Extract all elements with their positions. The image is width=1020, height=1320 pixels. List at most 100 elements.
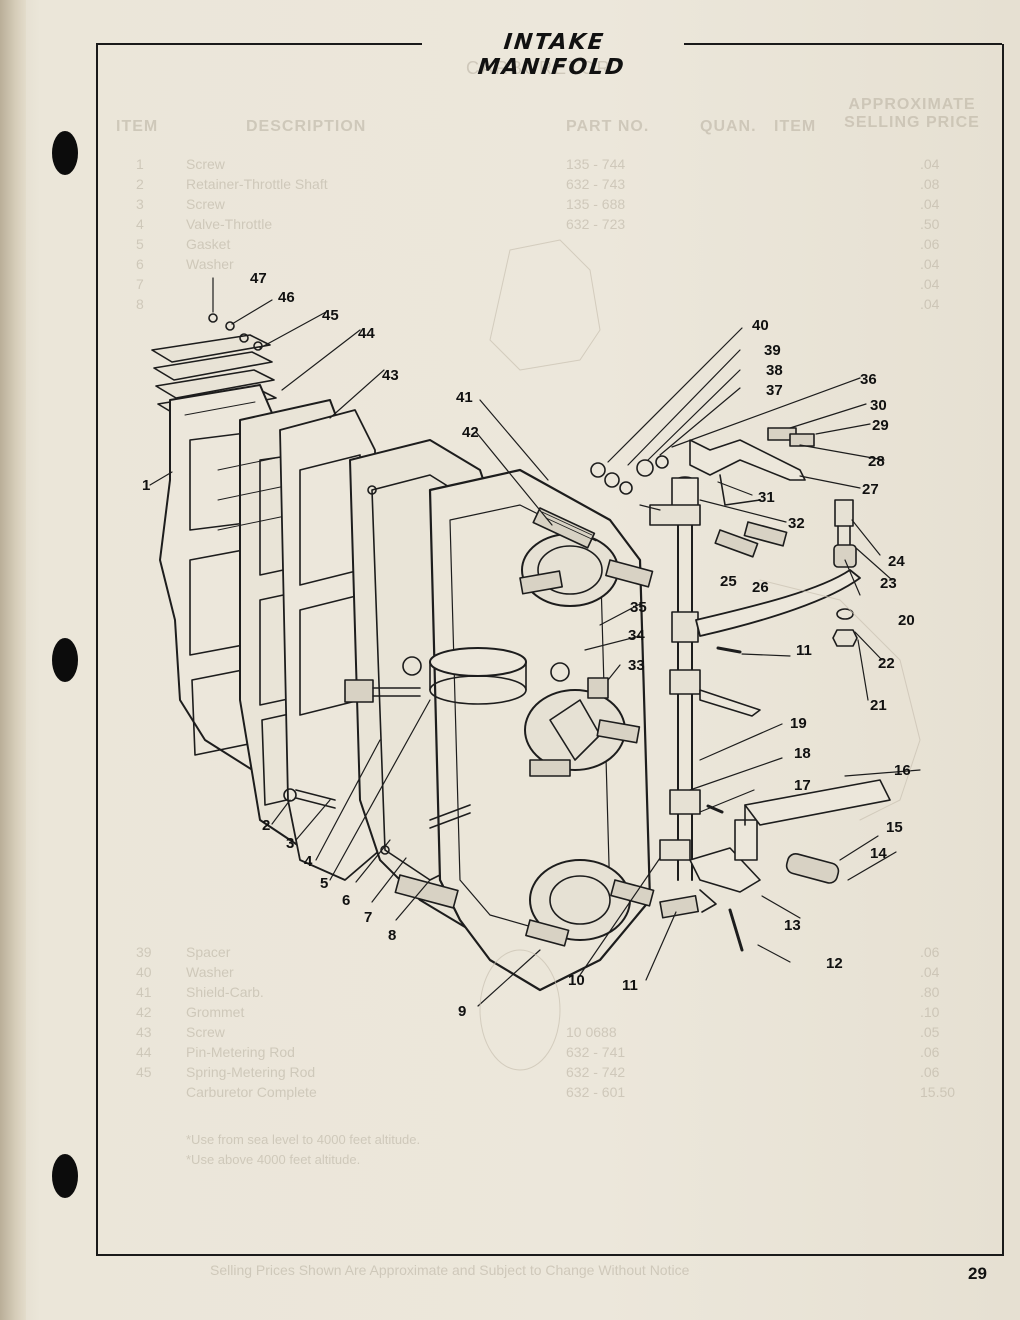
callout-18: 18 (794, 745, 811, 762)
callout-28: 28 (868, 453, 885, 470)
ghost-rows-3-part: 632 - 723 (566, 216, 626, 232)
callout-46: 46 (278, 289, 295, 306)
ghost-rows_lower-6-desc: Spring-Metering Rod (186, 1064, 316, 1080)
ghost-rows-4-price: .06 (920, 236, 940, 252)
ghost-header-part-no: PART NO. (566, 118, 650, 135)
callout-42: 42 (462, 424, 479, 441)
ghost-header-item: ITEM (116, 118, 159, 135)
ghost-footer: Selling Prices Shown Are Approximate and… (210, 1262, 690, 1278)
leader-lines (149, 277, 921, 1007)
ghost-rows_lower-1-item: 40 (136, 964, 152, 980)
callout-20: 20 (898, 612, 915, 629)
callout-11: 11 (622, 977, 638, 994)
callout-22: 22 (878, 655, 895, 672)
callout-9: 9 (458, 1003, 466, 1020)
callout-4: 4 (304, 853, 313, 870)
callout-13: 13 (784, 917, 801, 934)
callout-47: 47 (250, 270, 267, 287)
callout-41: 41 (456, 389, 473, 406)
ghost-header-quan: QUAN. (700, 118, 757, 135)
ghost-rows_lower-6-price: .06 (920, 1064, 940, 1080)
ghost-rows_lower-3-item: 42 (136, 1004, 152, 1020)
frame-top-right (684, 43, 1002, 45)
ghost-rows_lower-5-part: 632 - 741 (566, 1044, 626, 1060)
ghost-rows-1-price: .08 (920, 176, 940, 192)
ghost-rows-0-desc: Screw (186, 156, 225, 172)
callout-32: 32 (788, 515, 805, 532)
ghost-rows-7-price: .04 (920, 296, 940, 312)
callout-17: 17 (794, 777, 811, 794)
callout-34: 34 (628, 627, 645, 644)
callout-24: 24 (888, 553, 905, 570)
ghost-rows_lower-6-item: 45 (136, 1064, 152, 1080)
ghost-footnote-1: *Use from sea level to 4000 feet altitud… (186, 1132, 421, 1147)
ghost-rows_lower-3-price: .10 (920, 1004, 940, 1020)
ghost-rows_lower-5-price: .06 (920, 1044, 940, 1060)
punch-hole-top (52, 131, 78, 175)
ghost-header-price: APPROXIMATE SELLING PRICE (844, 96, 980, 131)
frame-top-left (96, 43, 422, 45)
ghost-rows-0-item: 1 (136, 156, 144, 172)
ghost-rows-7-item: 8 (136, 296, 144, 312)
callout-39: 39 (764, 342, 781, 359)
ghost-rows-3-price: .50 (920, 216, 940, 232)
ghost-rows_lower-4-item: 43 (136, 1024, 152, 1040)
ghost-header-description: DESCRIPTION (246, 118, 367, 135)
ghost-rows_lower-4-desc: Screw (186, 1024, 225, 1040)
ghost-rows_lower-1-desc: Washer (186, 964, 234, 980)
punch-hole-middle (52, 638, 78, 682)
callout-23: 23 (880, 575, 897, 592)
callout-40: 40 (752, 317, 769, 334)
ghost-rows-0-price: .04 (920, 156, 940, 172)
callout-1: 1 (142, 477, 150, 494)
callout-38: 38 (766, 362, 783, 379)
callout-10: 10 (568, 972, 585, 989)
callout-12: 12 (826, 955, 843, 972)
callout-21: 21 (870, 697, 887, 714)
ghost-rows_lower-2-desc: Shield-Carb. (186, 984, 264, 1000)
punch-hole-bottom (52, 1154, 78, 1198)
page-number: 29 (968, 1264, 987, 1283)
callout-36: 36 (860, 371, 877, 388)
callout-26: 26 (752, 579, 769, 596)
callout-5: 5 (320, 875, 328, 892)
ghost-rows_lower-7-desc: Carburetor Complete (186, 1084, 317, 1100)
ghost-rows_lower-2-price: .80 (920, 984, 940, 1000)
page-frame (96, 44, 1004, 1256)
callout-2: 2 (262, 817, 270, 834)
ghost-rows-6-item: 7 (136, 276, 144, 292)
ghost-rows-1-part: 632 - 743 (566, 176, 626, 192)
ghost-rows-2-desc: Screw (186, 196, 225, 212)
ghost-rows_lower-7-part: 632 - 601 (566, 1084, 626, 1100)
ghost-rows_lower-4-price: .05 (920, 1024, 940, 1040)
ghost-rows-1-desc: Retainer-Throttle Shaft (186, 176, 328, 192)
ghost-rows-2-item: 3 (136, 196, 144, 212)
callout-43: 43 (382, 367, 399, 384)
ghost-rows-5-item: 6 (136, 256, 144, 272)
ghost-rows_lower-4-part: 10 0688 (566, 1024, 617, 1040)
ghost-rows_lower-0-desc: Spacer (186, 944, 231, 960)
ghost-rows-3-desc: Valve-Throttle (186, 216, 273, 232)
callout-15: 15 (886, 819, 903, 836)
callout-8: 8 (388, 927, 396, 944)
ghost-rows-3-item: 4 (136, 216, 144, 232)
ghost-rows_lower-0-item: 39 (136, 944, 152, 960)
callout-14: 14 (870, 845, 887, 862)
callout-35: 35 (630, 599, 647, 616)
callout-30: 30 (870, 397, 887, 414)
ghost-rows_lower-7-price: 15.50 (920, 1084, 956, 1100)
callout-37: 37 (766, 382, 783, 399)
callout-19: 19 (790, 715, 807, 732)
ghost-rows-0-part: 135 - 744 (566, 156, 626, 172)
ghost-rows_lower-1-price: .04 (920, 964, 940, 980)
callout-6: 6 (342, 892, 350, 909)
throttle-shaft (649, 476, 701, 881)
ghost-rows_lower-2-item: 41 (136, 984, 152, 1000)
ghost-rows-4-desc: Gasket (186, 236, 231, 252)
ghost-rows-5-desc: Washer (186, 256, 234, 272)
ghost-rows-2-price: .04 (920, 196, 940, 212)
callout-16: 16 (894, 762, 911, 779)
